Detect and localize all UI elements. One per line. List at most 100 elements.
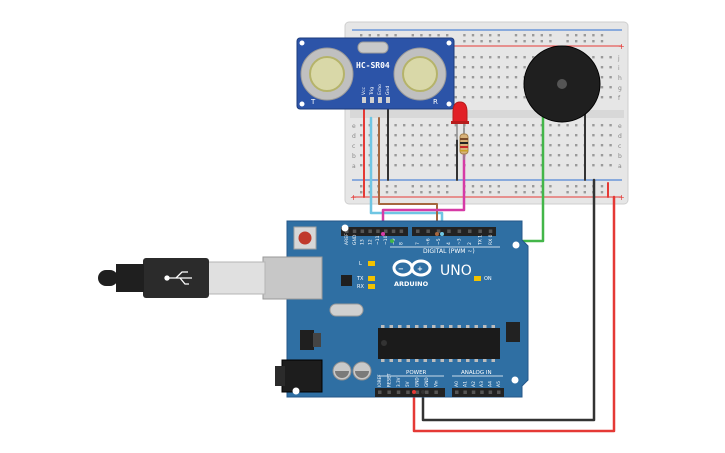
breadboard-hole[interactable] bbox=[514, 134, 518, 137]
breadboard-hole[interactable] bbox=[557, 144, 561, 147]
rail-hole[interactable] bbox=[420, 34, 423, 37]
breadboard-hole[interactable] bbox=[420, 164, 423, 167]
breadboard-hole[interactable] bbox=[514, 76, 518, 79]
header-pin[interactable] bbox=[387, 390, 391, 395]
header-pin[interactable] bbox=[434, 390, 438, 395]
breadboard-hole[interactable] bbox=[489, 154, 492, 157]
breadboard-hole[interactable] bbox=[609, 96, 612, 99]
breadboard-hole[interactable] bbox=[532, 144, 535, 147]
rail-hole[interactable] bbox=[549, 40, 552, 43]
rail-hole[interactable] bbox=[489, 185, 492, 188]
breadboard-hole[interactable] bbox=[489, 134, 492, 137]
breadboard-hole[interactable] bbox=[403, 154, 406, 157]
rail-hole[interactable] bbox=[514, 191, 518, 194]
breadboard-hole[interactable] bbox=[454, 164, 457, 167]
breadboard-hole[interactable] bbox=[403, 134, 406, 137]
rail-hole[interactable] bbox=[532, 34, 535, 37]
breadboard-hole[interactable] bbox=[506, 86, 509, 89]
rail-hole[interactable] bbox=[463, 34, 466, 37]
breadboard-hole[interactable] bbox=[360, 124, 363, 127]
rail-hole[interactable] bbox=[600, 40, 604, 43]
breadboard-hole[interactable] bbox=[532, 56, 535, 59]
rail-hole[interactable] bbox=[471, 185, 475, 188]
rail-hole[interactable] bbox=[600, 191, 604, 194]
breadboard-hole[interactable] bbox=[411, 134, 414, 137]
breadboard-hole[interactable] bbox=[557, 164, 561, 167]
breadboard-hole[interactable] bbox=[514, 144, 518, 147]
breadboard-hole[interactable] bbox=[420, 134, 423, 137]
rail-hole[interactable] bbox=[532, 185, 535, 188]
breadboard-hole[interactable] bbox=[403, 144, 406, 147]
rail-hole[interactable] bbox=[523, 191, 526, 194]
rail-hole[interactable] bbox=[489, 34, 492, 37]
breadboard-hole[interactable] bbox=[592, 124, 595, 127]
rail-hole[interactable] bbox=[385, 185, 389, 188]
rail-hole[interactable] bbox=[480, 191, 483, 194]
breadboard-hole[interactable] bbox=[428, 164, 432, 167]
breadboard-hole[interactable] bbox=[609, 56, 612, 59]
rail-hole[interactable] bbox=[471, 34, 475, 37]
rail-hole[interactable] bbox=[514, 185, 518, 188]
rail-hole[interactable] bbox=[566, 34, 569, 37]
rail-hole[interactable] bbox=[360, 185, 363, 188]
breadboard-hole[interactable] bbox=[489, 144, 492, 147]
breadboard-hole[interactable] bbox=[575, 164, 578, 167]
breadboard-hole[interactable] bbox=[600, 76, 604, 79]
breadboard-hole[interactable] bbox=[600, 124, 604, 127]
breadboard-hole[interactable] bbox=[463, 66, 466, 69]
breadboard-hole[interactable] bbox=[454, 144, 457, 147]
breadboard-hole[interactable] bbox=[506, 144, 509, 147]
breadboard-hole[interactable] bbox=[506, 154, 509, 157]
breadboard-hole[interactable] bbox=[437, 154, 440, 157]
breadboard-hole[interactable] bbox=[609, 124, 612, 127]
breadboard-hole[interactable] bbox=[609, 164, 612, 167]
header-pin[interactable] bbox=[497, 390, 501, 395]
breadboard-hole[interactable] bbox=[428, 134, 432, 137]
breadboard-hole[interactable] bbox=[446, 134, 449, 137]
reset-button[interactable] bbox=[298, 231, 312, 245]
breadboard-hole[interactable] bbox=[497, 124, 500, 127]
rail-hole[interactable] bbox=[411, 34, 414, 37]
breadboard-hole[interactable] bbox=[549, 134, 552, 137]
header-pin[interactable] bbox=[471, 390, 476, 395]
breadboard-hole[interactable] bbox=[523, 154, 526, 157]
header-pin[interactable] bbox=[478, 229, 482, 234]
breadboard-hole[interactable] bbox=[549, 164, 552, 167]
breadboard-hole[interactable] bbox=[600, 144, 604, 147]
rail-hole[interactable] bbox=[497, 191, 500, 194]
breadboard-hole[interactable] bbox=[557, 154, 561, 157]
breadboard-hole[interactable] bbox=[497, 66, 500, 69]
header-pin[interactable] bbox=[426, 229, 430, 234]
breadboard-hole[interactable] bbox=[463, 56, 466, 59]
breadboard-hole[interactable] bbox=[600, 86, 604, 89]
breadboard-hole[interactable] bbox=[480, 144, 483, 147]
breadboard-hole[interactable] bbox=[514, 124, 518, 127]
breadboard-hole[interactable] bbox=[497, 154, 500, 157]
rail-hole[interactable] bbox=[368, 34, 371, 37]
header-pin[interactable] bbox=[455, 390, 459, 395]
breadboard-hole[interactable] bbox=[600, 56, 604, 59]
header-pin[interactable] bbox=[399, 229, 404, 234]
rail-hole[interactable] bbox=[566, 185, 569, 188]
breadboard-hole[interactable] bbox=[532, 134, 535, 137]
wire-echo-brown[interactable] bbox=[378, 117, 438, 235]
rail-hole[interactable] bbox=[446, 191, 449, 194]
rail-hole[interactable] bbox=[428, 185, 432, 188]
rail-hole[interactable] bbox=[600, 34, 604, 37]
breadboard-hole[interactable] bbox=[600, 96, 604, 99]
header-pin[interactable] bbox=[436, 229, 441, 234]
rail-hole[interactable] bbox=[566, 40, 569, 43]
rail-hole[interactable] bbox=[385, 191, 389, 194]
breadboard-hole[interactable] bbox=[523, 66, 526, 69]
rail-hole[interactable] bbox=[437, 34, 440, 37]
header-pin[interactable] bbox=[396, 390, 401, 395]
breadboard-hole[interactable] bbox=[514, 86, 518, 89]
breadboard-hole[interactable] bbox=[575, 124, 578, 127]
rail-hole[interactable] bbox=[497, 185, 500, 188]
header-pin[interactable] bbox=[447, 229, 451, 234]
breadboard-hole[interactable] bbox=[514, 66, 518, 69]
header-pin[interactable] bbox=[488, 229, 493, 234]
rail-hole[interactable] bbox=[592, 34, 595, 37]
breadboard-hole[interactable] bbox=[489, 96, 492, 99]
breadboard-hole[interactable] bbox=[463, 86, 466, 89]
